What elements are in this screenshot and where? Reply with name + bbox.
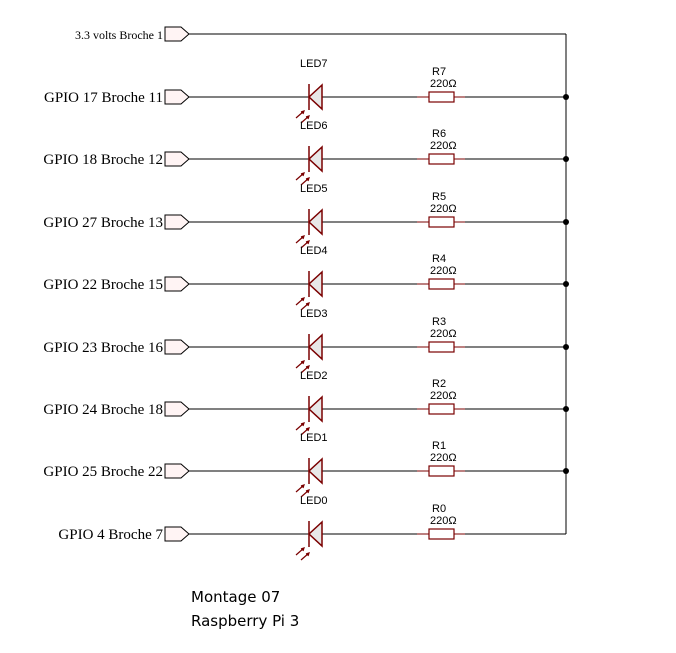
resistor-value: 220Ω [430, 140, 457, 152]
resistor-label: R4 [432, 253, 446, 265]
port-label: GPIO 18 Broche 12 [43, 152, 163, 168]
led-label: LED6 [300, 120, 328, 132]
junction-dot [563, 344, 569, 350]
light-emission-icon [295, 547, 310, 561]
resistor-value: 220Ω [430, 78, 457, 90]
light-emission-icon [295, 110, 310, 124]
light-emission-icon [295, 360, 310, 374]
led-label: LED2 [300, 370, 328, 382]
port-connector [164, 463, 190, 479]
light-emission-icon [295, 235, 310, 249]
resistor-symbol [428, 528, 455, 540]
resistor-label: R2 [432, 378, 446, 390]
resistor-value: 220Ω [430, 203, 457, 215]
resistor-symbol [428, 216, 455, 228]
light-emission-icon [295, 297, 310, 311]
resistor-value: 220Ω [430, 328, 457, 340]
led-label: LED7 [300, 58, 328, 70]
led-symbol [307, 145, 323, 173]
led-symbol [307, 395, 323, 423]
led-symbol [307, 457, 323, 485]
junction-dot [563, 406, 569, 412]
resistor-symbol [428, 278, 455, 290]
led-symbol [307, 83, 323, 111]
resistor-symbol [428, 465, 455, 477]
resistor-label: R1 [432, 440, 446, 452]
resistor-value: 220Ω [430, 515, 457, 527]
port-connector [164, 151, 190, 167]
port-label: GPIO 27 Broche 13 [43, 215, 163, 231]
resistor-symbol [428, 153, 455, 165]
resistor-value: 220Ω [430, 265, 457, 277]
resistor-label: R3 [432, 316, 446, 328]
led-label: LED5 [300, 183, 328, 195]
port-label: 3.3 volts Broche 1 [75, 28, 163, 42]
led-label: LED4 [300, 245, 328, 257]
port-connector [164, 276, 190, 292]
port-connector [164, 526, 190, 542]
resistor-value: 220Ω [430, 452, 457, 464]
port-label: GPIO 23 Broche 16 [43, 340, 163, 356]
resistor-label: R7 [432, 66, 446, 78]
resistor-value: 220Ω [430, 390, 457, 402]
port-label: GPIO 25 Broche 22 [43, 464, 163, 480]
port-connector [164, 401, 190, 417]
light-emission-icon [295, 172, 310, 186]
caption-subtitle: Raspberry Pi 3 [191, 612, 300, 630]
port-connector [164, 89, 190, 105]
led-symbol [307, 333, 323, 361]
junction-dot [563, 468, 569, 474]
resistor-label: R6 [432, 128, 446, 140]
port-connector [164, 26, 190, 42]
light-emission-icon [295, 484, 310, 498]
port-label: GPIO 4 Broche 7 [58, 527, 163, 543]
light-emission-icon [295, 422, 310, 436]
led-label: LED0 [300, 495, 328, 507]
port-connector [164, 339, 190, 355]
led-label: LED1 [300, 432, 328, 444]
led-symbol [307, 208, 323, 236]
resistor-symbol [428, 341, 455, 353]
port-connector [164, 214, 190, 230]
resistor-symbol [428, 403, 455, 415]
junction-dot [563, 219, 569, 225]
junction-dot [563, 281, 569, 287]
led-symbol [307, 270, 323, 298]
resistor-label: R0 [432, 503, 446, 515]
port-label: GPIO 24 Broche 18 [43, 402, 163, 418]
port-label: GPIO 17 Broche 11 [44, 90, 163, 106]
junction-dot [563, 94, 569, 100]
caption-title: Montage 07 [191, 588, 281, 606]
resistor-symbol [428, 91, 455, 103]
led-symbol [307, 520, 323, 548]
junction-dot [563, 156, 569, 162]
port-label: GPIO 22 Broche 15 [43, 277, 163, 293]
led-label: LED3 [300, 308, 328, 320]
resistor-label: R5 [432, 191, 446, 203]
